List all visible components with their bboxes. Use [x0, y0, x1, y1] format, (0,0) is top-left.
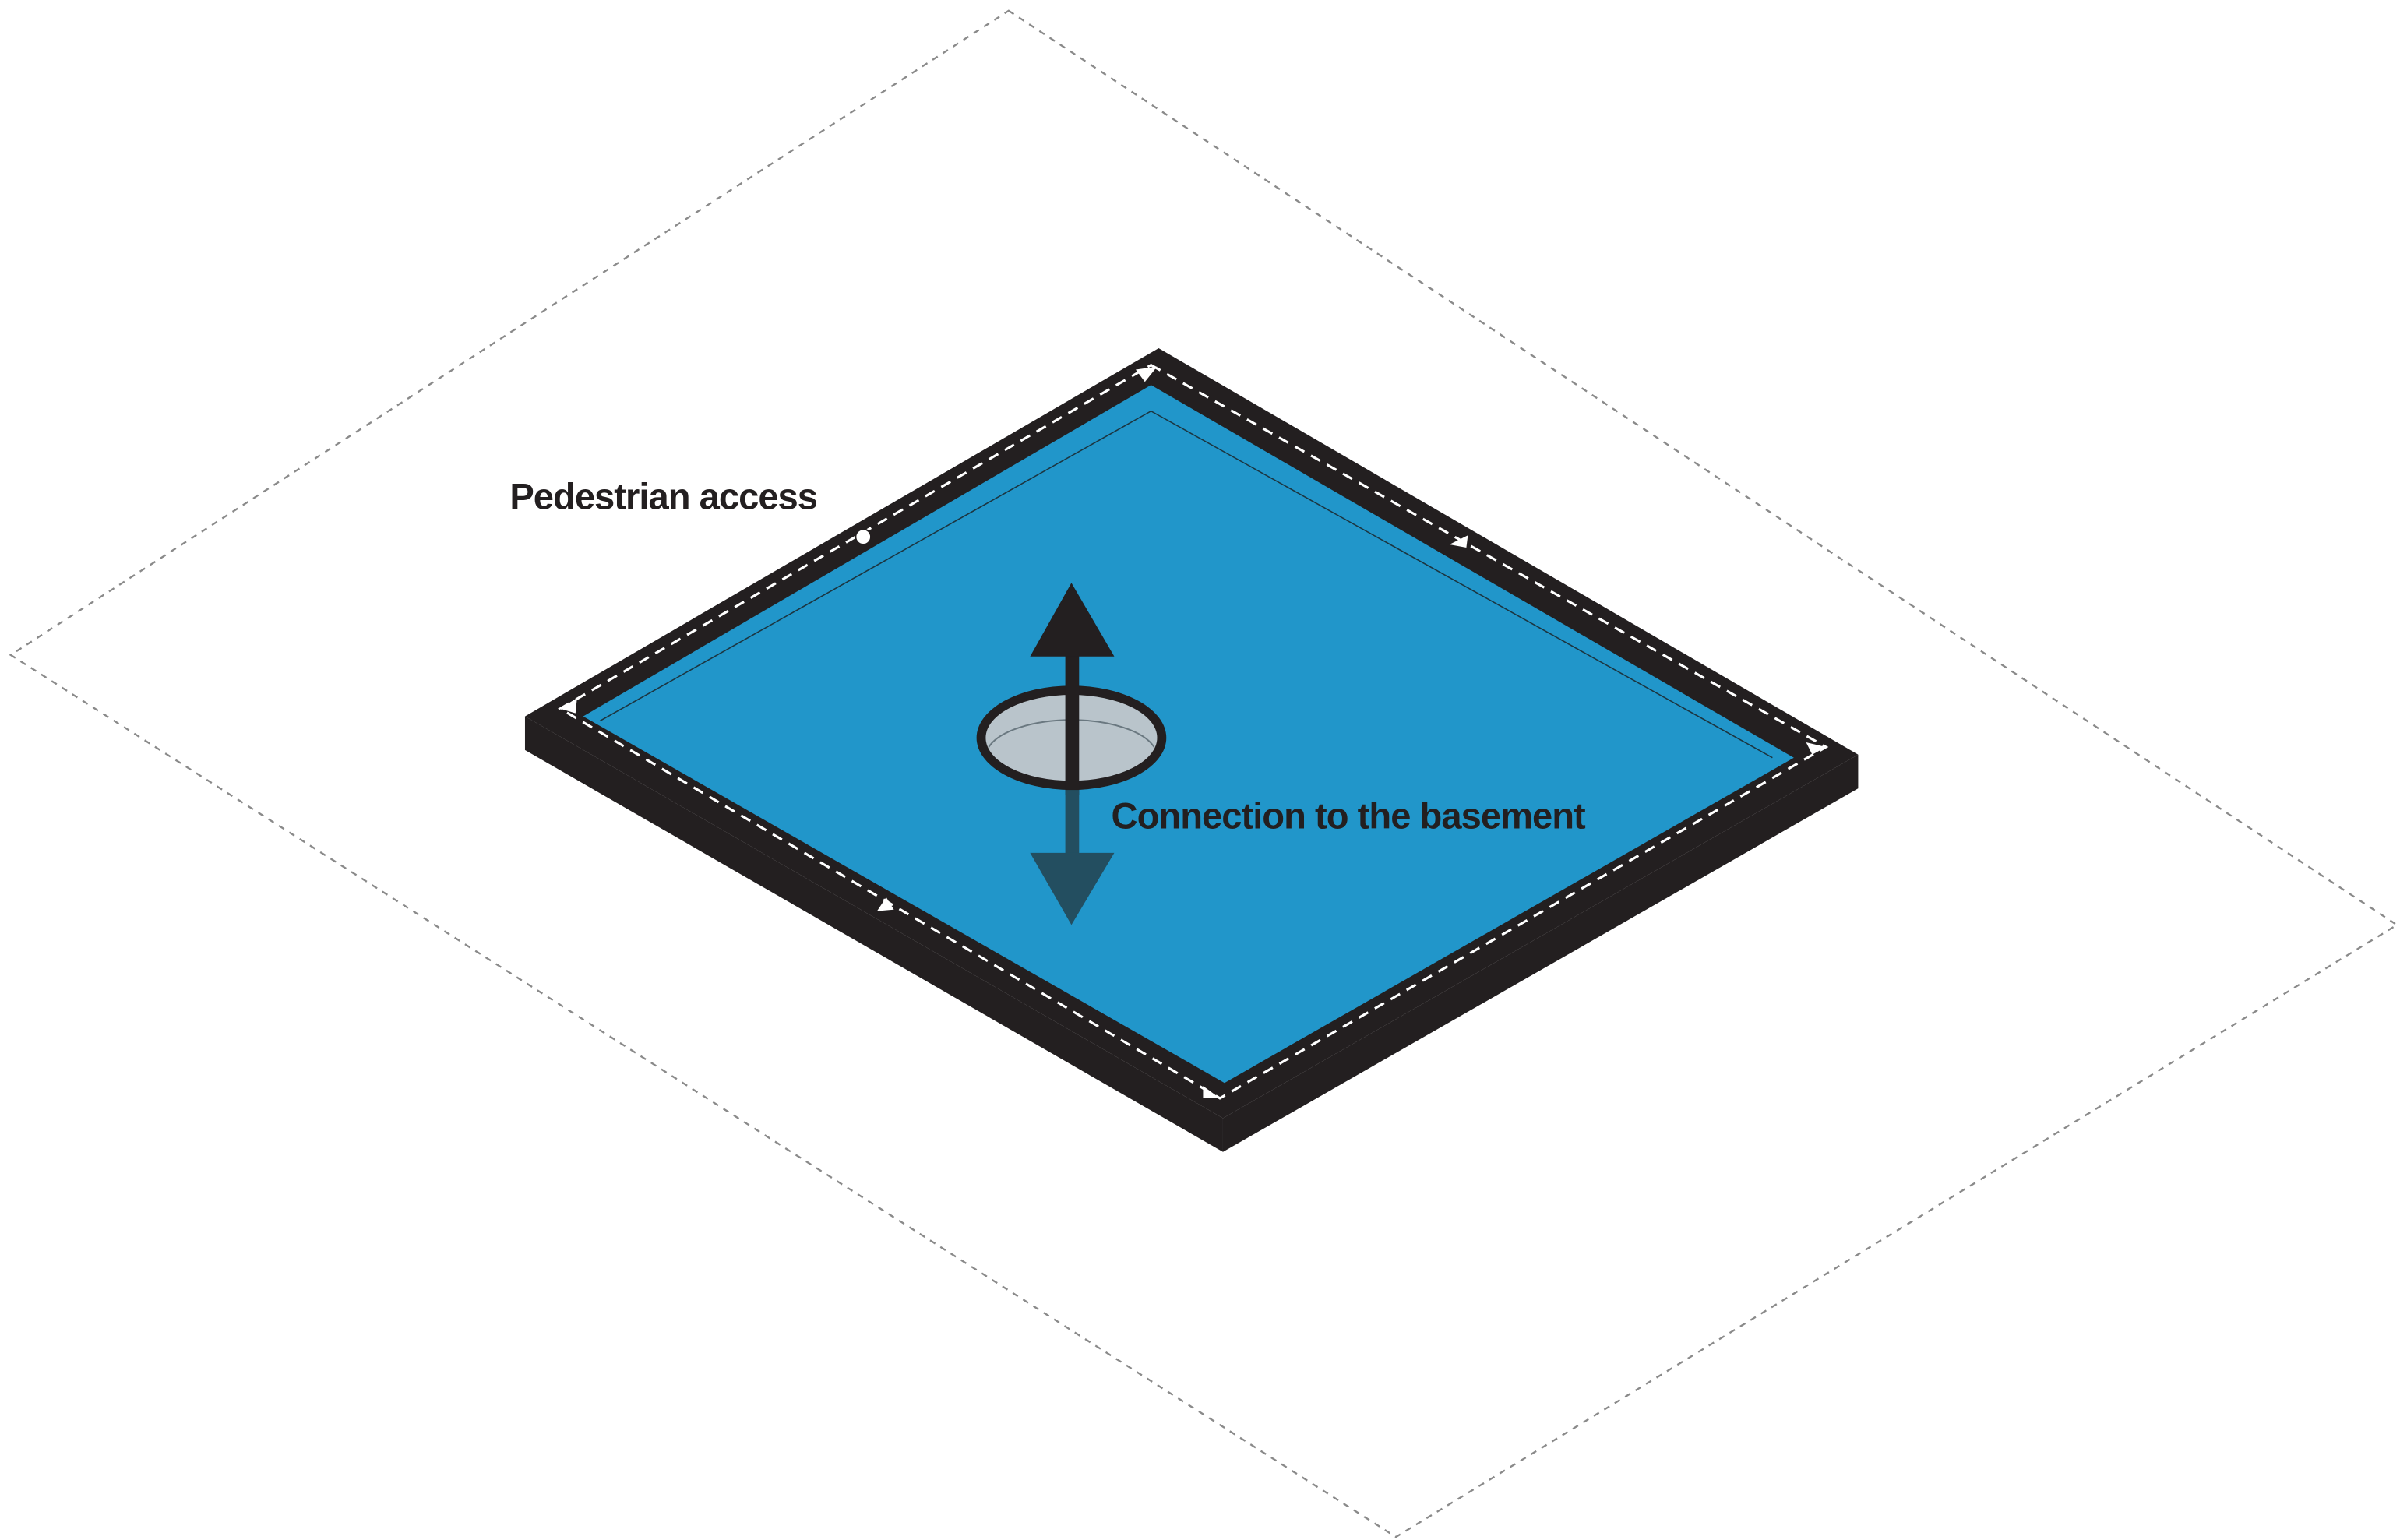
plaza-inner-edge — [599, 410, 1773, 759]
up-down-arrow-icon — [1030, 583, 1115, 925]
path-marker-right — [1806, 742, 1827, 755]
slab-right-face — [1222, 754, 1859, 1152]
pedestrian-access-label: Pedestrian access — [509, 477, 817, 518]
site-boundary — [9, 9, 2399, 1538]
path-marker-left — [560, 697, 577, 714]
slab-left-face — [524, 716, 1223, 1152]
path-marker-top — [1135, 366, 1158, 382]
path-marker-lower-left — [876, 897, 894, 911]
plaza-surface — [583, 385, 1794, 1084]
path-marker-upper-right — [1449, 535, 1468, 548]
basement-connection-label: Connection to the basement — [1112, 795, 1586, 837]
pedestrian-access-point — [855, 528, 872, 546]
